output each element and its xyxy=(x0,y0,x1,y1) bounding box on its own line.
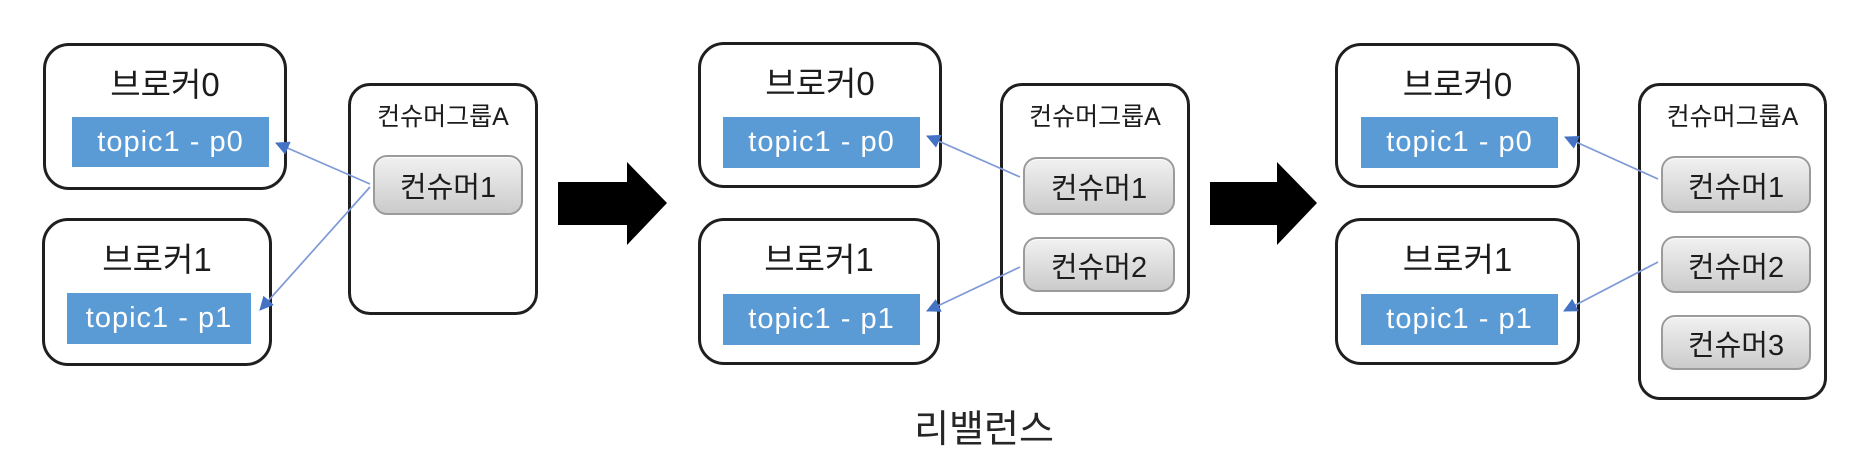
caption-rebalance: 리밸런스 xyxy=(914,409,1054,451)
consumer-group-title: 컨슈머그룹A xyxy=(1029,103,1161,131)
partition-topic1-p1: topic1 - p1 xyxy=(1361,294,1558,345)
partition-topic1-p1: topic1 - p1 xyxy=(67,293,251,344)
consumer1-box: 컨슈머1 xyxy=(1661,156,1811,213)
rebalance-flow-arrow-icon xyxy=(558,162,667,245)
consumer3-box: 컨슈머3 xyxy=(1661,315,1811,370)
consumer2-box: 컨슈머2 xyxy=(1661,236,1811,293)
broker1-box: 브로커1 topic1 - p1 xyxy=(42,218,272,366)
partition-topic1-p1: topic1 - p1 xyxy=(723,294,920,345)
broker1-box: 브로커1 topic1 - p1 xyxy=(1335,218,1580,365)
broker0-box: 브로커0 topic1 - p0 xyxy=(698,42,942,188)
partition-topic1-p0: topic1 - p0 xyxy=(723,117,920,168)
consumer-group-title: 컨슈머그룹A xyxy=(1666,103,1799,131)
consumer-group-box: 컨슈머그룹A 컨슈머1 컨슈머2 xyxy=(1000,83,1190,315)
consumer-group-box: 컨슈머그룹A 컨슈머1 xyxy=(348,83,538,315)
consumer2-box: 컨슈머2 xyxy=(1023,237,1175,292)
rebalance-flow-arrow-icon xyxy=(1210,162,1317,245)
broker1-title: 브로커1 xyxy=(102,241,212,278)
broker0-box: 브로커0 topic1 - p0 xyxy=(1335,43,1580,188)
broker0-title: 브로커0 xyxy=(1402,66,1513,103)
partition-topic1-p0: topic1 - p0 xyxy=(1361,117,1558,168)
broker1-title: 브로커1 xyxy=(1402,241,1513,278)
broker0-title: 브로커0 xyxy=(110,66,220,103)
broker1-box: 브로커1 topic1 - p1 xyxy=(698,218,940,365)
broker0-title: 브로커0 xyxy=(765,65,875,102)
broker1-title: 브로커1 xyxy=(764,241,874,278)
consumer-group-box: 컨슈머그룹A 컨슈머1 컨슈머2 컨슈머3 xyxy=(1638,83,1827,400)
consumer-group-title: 컨슈머그룹A xyxy=(377,103,509,131)
broker0-box: 브로커0 topic1 - p0 xyxy=(43,43,287,190)
partition-topic1-p0: topic1 - p0 xyxy=(72,117,269,167)
consumer1-box: 컨슈머1 xyxy=(373,155,523,215)
consumer1-box: 컨슈머1 xyxy=(1023,157,1175,215)
